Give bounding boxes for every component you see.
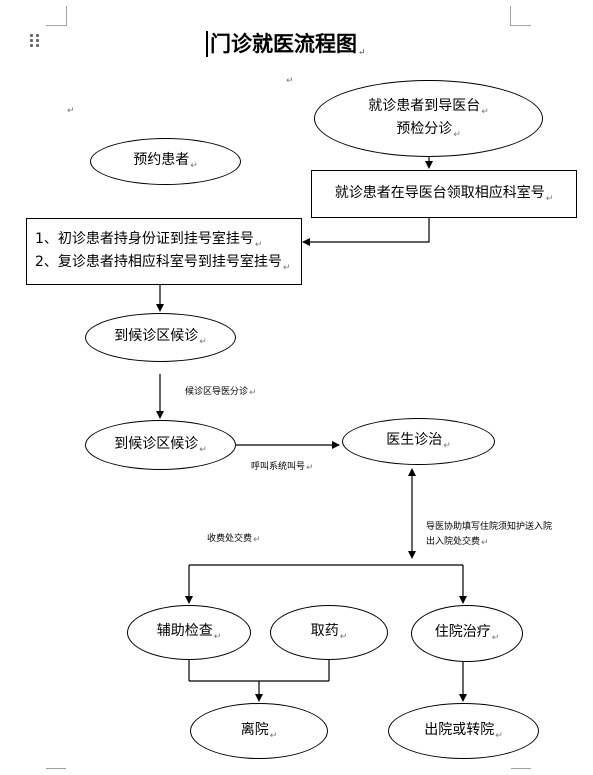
page-title: 门诊就医流程图↵: [206, 28, 366, 59]
node-waiting-area-2: 到候诊区候诊↵: [85, 420, 236, 470]
paragraph-mark: ↵: [213, 632, 222, 642]
waiting-area-2-text: 到候诊区候诊: [114, 435, 199, 452]
paragraph-mark: ↵: [199, 444, 207, 455]
crop-mark-top-right-v: [510, 6, 511, 26]
triage-text: 候诊区导医分诊: [185, 387, 249, 397]
register-line2: 2、复诊患者持相应科室号到挂号室挂号: [35, 253, 282, 270]
paragraph-mark: ↵: [545, 193, 554, 204]
node-waiting-area-1: 到候诊区候诊↵: [85, 313, 236, 362]
register-line1: 1、初诊患者持身份证到挂号室挂号: [35, 230, 254, 247]
appointment-text: 预约患者: [133, 152, 190, 168]
leave-hospital-text: 离院: [240, 721, 269, 738]
edge-label-call-system: 呼叫系统叫号↵: [251, 461, 314, 473]
node-appointment: 预约患者↵: [90, 138, 241, 185]
admission-line1: 导医协助填写住院须知护送入院: [426, 522, 553, 532]
paragraph-mark: ↵: [339, 632, 348, 642]
paragraph-mark: ↵: [443, 441, 451, 451]
node-auxiliary-exam: 辅助检查↵: [127, 605, 251, 660]
get-room-number-text: 就诊患者在导医台领取相应科室号: [334, 184, 545, 201]
paragraph-mark: ↵: [190, 161, 198, 171]
edge-label-triage: 候诊区导医分诊↵: [185, 386, 257, 398]
node-register: 1、初诊患者持身份证到挂号室挂号↵ 2、复诊患者持相应科室号到挂号室挂号↵: [26, 218, 302, 285]
node-get-medicine: 取药↵: [270, 605, 388, 660]
doctor-text: 医生诊治: [386, 432, 443, 448]
paragraph-mark: ↵: [67, 106, 75, 116]
paragraph-mark: ↵: [481, 538, 489, 548]
paragraph-mark: ↵: [491, 633, 500, 643]
admission-line2: 出入院处交费: [426, 537, 481, 547]
node-leave-hospital: 离院↵: [190, 703, 328, 759]
paragraph-mark: ↵: [199, 337, 207, 347]
node-discharge-transfer: 出院或转院↵: [388, 703, 539, 759]
get-medicine-text: 取药: [310, 623, 339, 639]
paragraph-mark: ↵: [282, 262, 291, 273]
guide-desk-line2: 预检分诊: [396, 120, 453, 137]
auxiliary-exam-text: 辅助检查: [156, 623, 213, 639]
paragraph-mark: ↵: [306, 463, 314, 473]
call-system-text: 呼叫系统叫号: [251, 462, 306, 472]
payment-text: 收费处交费: [207, 534, 253, 544]
paragraph-mark: ↵: [358, 48, 366, 58]
move-handle-icon[interactable]: [30, 34, 42, 48]
crop-mark-top-right-h: [511, 25, 531, 26]
discharge-transfer-text: 出院或转院: [424, 721, 495, 738]
node-hospitalization: 住院治疗↵: [411, 605, 523, 662]
crop-mark-bottom-right-h: [511, 768, 531, 769]
paragraph-mark: ↵: [453, 129, 461, 140]
crop-mark-bottom-left-h: [46, 768, 66, 769]
paragraph-mark: ↵: [249, 388, 257, 398]
paragraph-mark: ↵: [286, 76, 294, 86]
node-doctor: 医生诊治↵: [342, 418, 495, 465]
edge-room-to-register: [302, 218, 430, 246]
crop-mark-top-left-v: [66, 6, 67, 26]
text-cursor: [206, 30, 208, 57]
edge-label-payment: 收费处交费↵: [207, 533, 261, 545]
paragraph-mark: ↵: [253, 535, 261, 545]
node-get-room-number: 就诊患者在导医台领取相应科室号↵: [311, 170, 577, 218]
title-text: 门诊就医流程图: [210, 31, 357, 56]
paragraph-mark: ↵: [254, 239, 263, 250]
hospitalization-text: 住院治疗: [434, 624, 491, 640]
waiting-area-1-text: 到候诊区候诊: [114, 328, 199, 344]
paragraph-mark: ↵: [495, 730, 503, 741]
edge-label-admission: 导医协助填写住院须知护送入院 出入院处交费↵: [426, 521, 552, 548]
paragraph-mark: ↵: [269, 730, 278, 741]
guide-desk-line1: 就诊患者到导医台: [368, 97, 481, 114]
node-guide-desk: 就诊患者到导医台↵ 预检分诊↵: [314, 80, 543, 157]
crop-mark-top-left-h: [46, 25, 66, 26]
paragraph-mark: ↵: [481, 106, 489, 117]
